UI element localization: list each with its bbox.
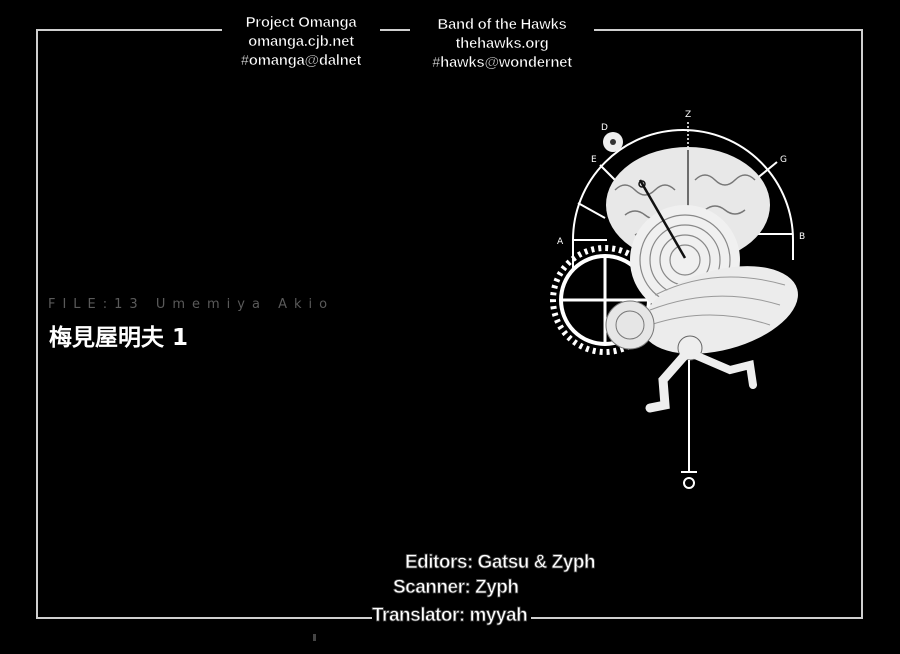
- group-site: thehawks.org: [455, 35, 549, 53]
- svg-text:G: G: [780, 155, 787, 165]
- group-name: Project Omanga: [245, 14, 357, 32]
- chapter-file-label: FILE:13 Umemiya Akio: [48, 297, 335, 312]
- credit-translator: Translator: myyah: [372, 604, 532, 628]
- group-site: omanga.cjb.net: [248, 33, 355, 51]
- page-number-mark: [313, 634, 316, 641]
- brain-clockwork-illustration: D E Z G A B: [550, 110, 805, 489]
- svg-text:D: D: [601, 123, 608, 133]
- svg-text:A: A: [557, 237, 564, 247]
- group-credit-band-of-the-hawks: Band of the Hawks thehawks.org #hawks@wo…: [410, 15, 594, 72]
- chapter-title: 梅見屋明夫 1: [49, 325, 189, 351]
- group-credit-project-omanga: Project Omanga omanga.cjb.net #omanga@da…: [222, 13, 380, 70]
- credit-scanner: Scanner: Zyph: [393, 576, 519, 600]
- credit-editors: Editors: Gatsu & Zyph: [405, 551, 596, 575]
- group-irc: #omanga@dalnet: [240, 52, 362, 70]
- svg-text:B: B: [799, 232, 805, 242]
- svg-text:E: E: [591, 155, 597, 165]
- group-name: Band of the Hawks: [437, 16, 567, 34]
- svg-text:Z: Z: [685, 110, 691, 120]
- group-irc: #hawks@wondernet: [432, 54, 573, 72]
